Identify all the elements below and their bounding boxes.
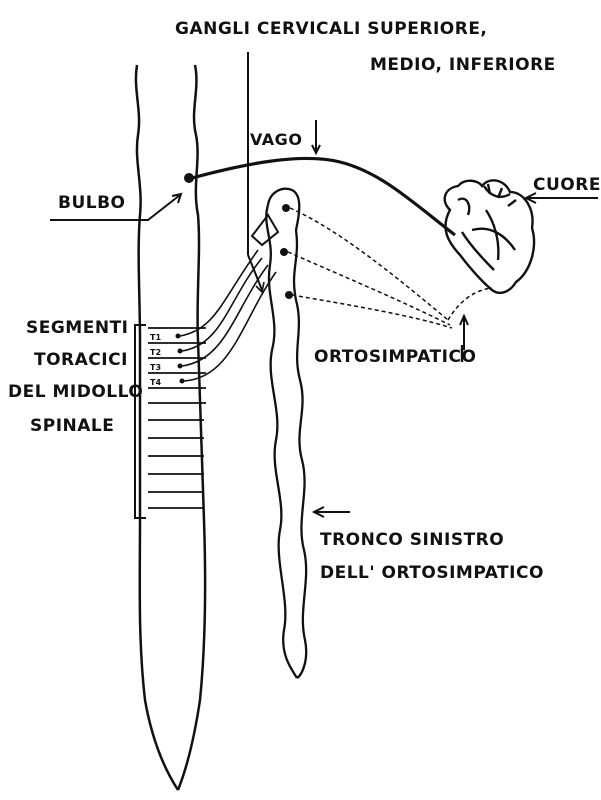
sympathetic-trunk <box>266 189 306 678</box>
vago-label: VAGO <box>250 130 302 149</box>
ortosimpatico-label: ORTOSIMPATICO <box>314 347 476 367</box>
segmenti-label-line2: TORACICI <box>34 350 128 370</box>
tronco-label-line1: TRONCO SINISTRO <box>320 530 504 550</box>
vagus-nerve <box>192 158 455 235</box>
segmenti-label-line4: SPINALE <box>30 416 114 436</box>
segment-tag-t4: T4 <box>150 378 161 387</box>
gangli-pointer <box>248 52 264 292</box>
postganglionic-fibers <box>288 208 492 328</box>
segmenti-label-line1: SEGMENTI <box>26 318 129 338</box>
segment-tag-t1: T1 <box>150 333 161 342</box>
vago-arrow <box>312 120 320 153</box>
cuore-label: CUORE <box>533 175 601 195</box>
gangli-label-line1: GANGLI CERVICALI SUPERIORE, <box>175 19 487 39</box>
segment-tags: T1 T2 T3 T4 <box>150 333 161 387</box>
segment-tag-t2: T2 <box>150 348 161 357</box>
spinal-cord <box>136 65 205 790</box>
heart <box>445 180 534 292</box>
ortosimpatico-arrow <box>460 316 468 350</box>
bulbo-label: BULBO <box>58 193 126 213</box>
tronco-label-line2: DELL' ORTOSIMPATICO <box>320 563 544 583</box>
ganglion-shape <box>252 215 278 245</box>
preganglionic-fibers <box>180 250 276 381</box>
segmenti-label-line3: DEL MIDOLLO <box>8 382 143 402</box>
gangli-label-line2: MEDIO, INFERIORE <box>370 55 556 75</box>
cervical-ganglia <box>280 204 293 299</box>
segment-tag-t3: T3 <box>150 363 161 372</box>
tronco-arrow <box>314 507 350 517</box>
